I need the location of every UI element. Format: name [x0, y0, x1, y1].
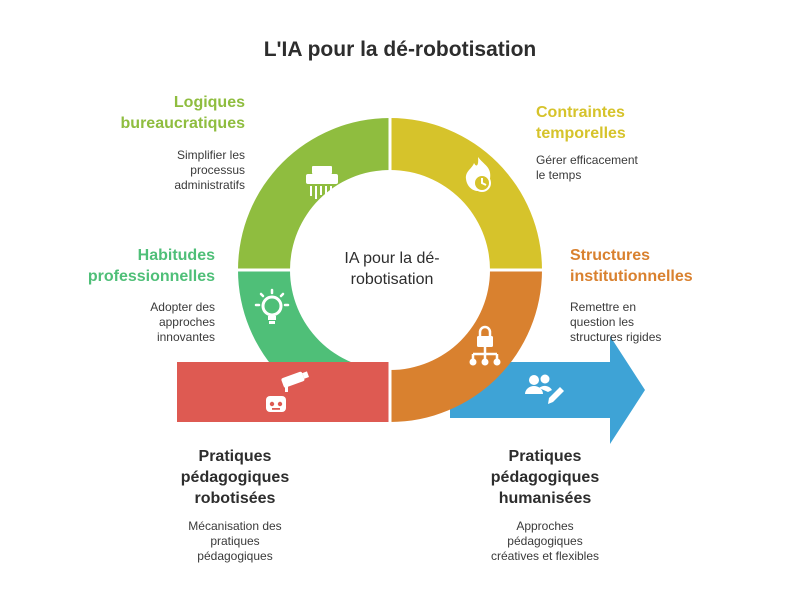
robot-camera-icon — [266, 371, 310, 412]
people-pencil-icon — [525, 374, 564, 404]
diagram-title: L'IA pour la dé-robotisation — [263, 38, 537, 61]
burning-clock-icon — [465, 157, 491, 192]
segment-separators — [235, 115, 545, 424]
segment-robotized-bar — [177, 362, 390, 422]
center-label: IA pour la dé- robotisation — [344, 250, 440, 288]
segment-bureaucratic — [238, 118, 390, 270]
paper-shredder-icon — [306, 166, 338, 199]
lightbulb-icon — [254, 288, 290, 324]
segment-institutional — [390, 270, 542, 422]
segment-temporal — [390, 118, 542, 270]
locked-hierarchy-icon — [469, 325, 501, 366]
